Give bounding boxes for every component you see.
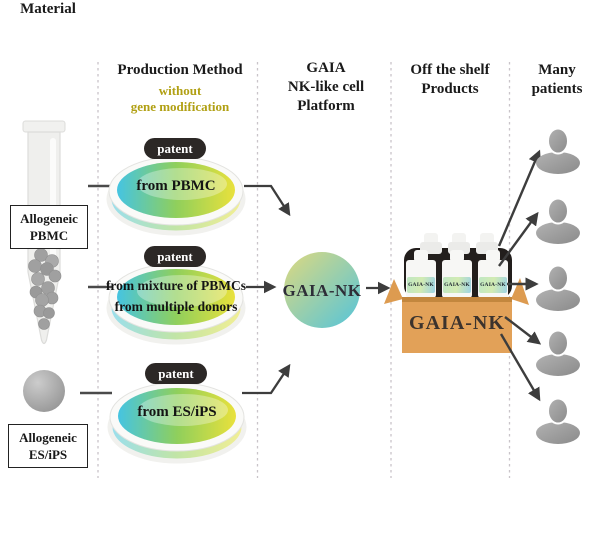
label-allogeneic-pbmc: Allogeneic PBMC bbox=[10, 205, 88, 249]
platform-cell-label: GAIA-NK bbox=[282, 281, 362, 300]
label-allogeneic-es-ips: Allogeneic ES/iPS bbox=[8, 424, 88, 468]
bottle-label: GAIA-NK bbox=[479, 277, 507, 293]
patent-badge: patent bbox=[144, 246, 206, 267]
box-label: GAIA-NK bbox=[409, 312, 505, 334]
person-icon bbox=[536, 127, 580, 444]
column-header-patients: Many patients bbox=[531, 62, 583, 97]
bottle-label: GAIA-NK bbox=[407, 277, 435, 293]
dish-text-mixture: from mixture of PBMCs from multiple dono… bbox=[105, 278, 247, 314]
gaia-nk-cell-icon bbox=[284, 252, 360, 328]
petri-dish-icon bbox=[106, 156, 246, 236]
column-header-material: Material bbox=[0, 0, 96, 19]
header-subtitle-gold: without gene modification bbox=[130, 83, 230, 114]
column-header-platform: GAIA NK-like cell Platform bbox=[287, 60, 365, 114]
dish-text-pbmc: from PBMC bbox=[136, 178, 216, 194]
flow-arrow bbox=[242, 184, 291, 395]
petri-dish-icon bbox=[107, 382, 247, 464]
dish-text-es-ips: from ES/iPS bbox=[137, 404, 217, 420]
product-box-icon bbox=[384, 233, 529, 353]
header-label: Production Method bbox=[117, 62, 243, 78]
patent-badge: patent bbox=[144, 138, 206, 159]
flow-arrow bbox=[497, 149, 542, 402]
cell-sphere-icon bbox=[23, 370, 65, 412]
column-header-products: Off the shelf Products bbox=[410, 62, 490, 97]
header-label: Material bbox=[20, 1, 76, 17]
column-header-production-method: Production Method bbox=[102, 61, 258, 80]
petri-dish-icon bbox=[106, 263, 246, 345]
bottle-label: GAIA-NK bbox=[443, 277, 471, 293]
patent-badge: patent bbox=[145, 363, 207, 384]
